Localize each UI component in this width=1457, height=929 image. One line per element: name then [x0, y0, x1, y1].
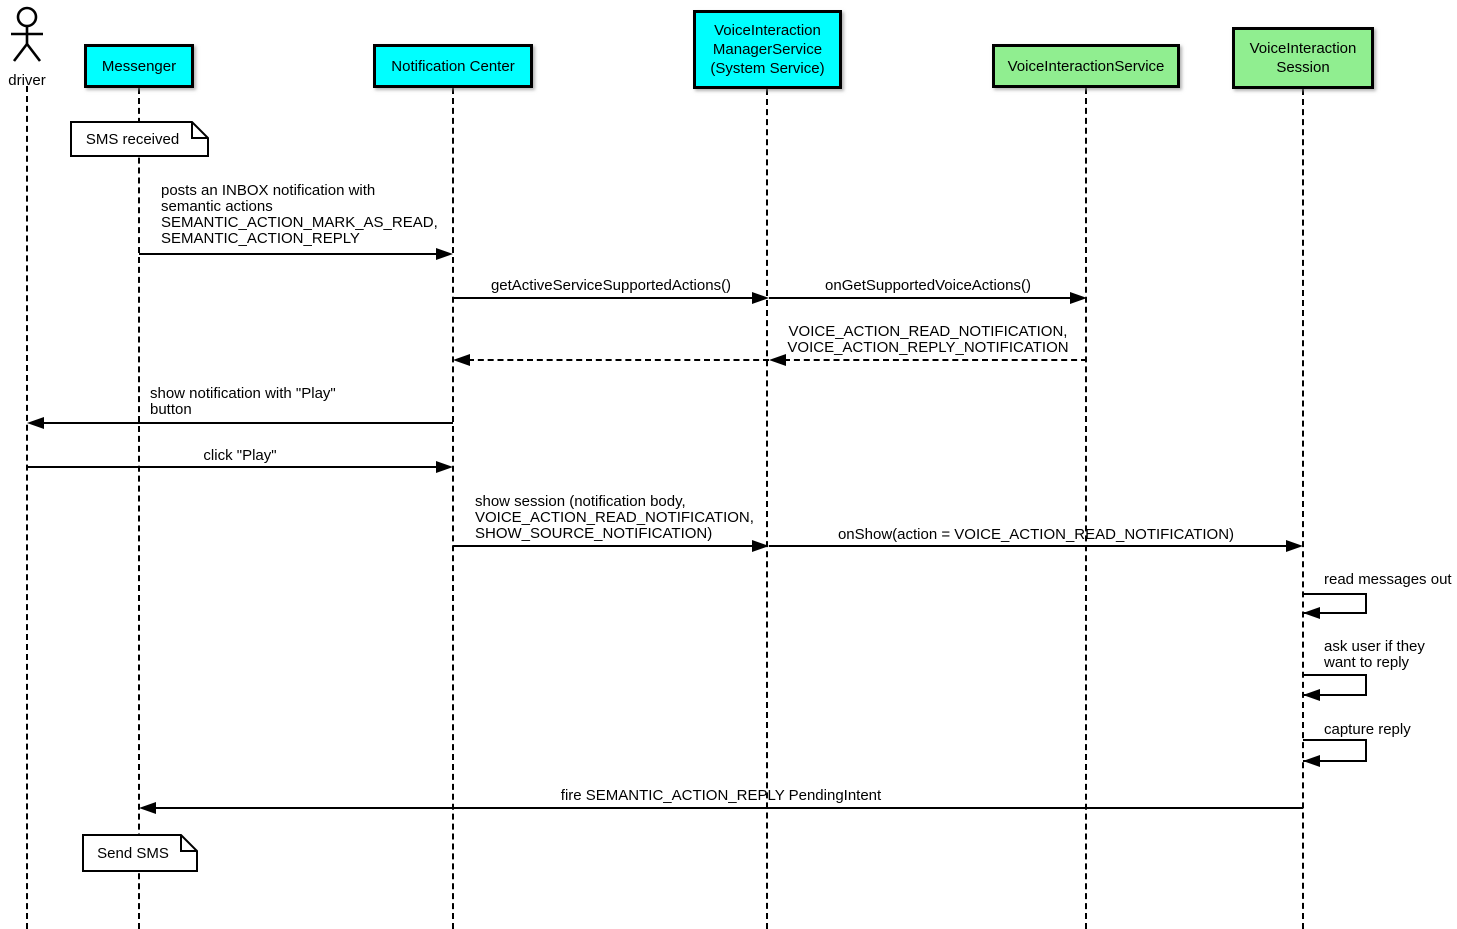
actor-driver-label: driver: [8, 72, 46, 89]
note-send-sms-text: Send SMS: [97, 844, 169, 862]
arrow-voice-actions-return-line: [784, 359, 1087, 361]
arrow-read-messages-out-loop: [1303, 593, 1367, 614]
lifeline-driver: [26, 86, 28, 929]
lifeline-voice-interaction-session: [1302, 89, 1304, 929]
arrow-voice-actions-relay-return-line: [468, 359, 769, 361]
message-label-show-session: show session (notification body, VOICE_A…: [475, 493, 754, 542]
participant-messenger-label: Messenger: [101, 57, 177, 75]
arrow-show-session-head: [752, 540, 769, 552]
arrow-fire-pending-intent-head: [139, 802, 156, 814]
message-label-ask-user-if-reply: ask user if they want to reply: [1324, 638, 1425, 671]
arrow-voice-actions-relay-return-head: [453, 354, 470, 366]
message-label-capture-reply: capture reply: [1324, 721, 1411, 738]
lifeline-notification-center: [452, 88, 454, 929]
arrow-read-messages-out-head: [1303, 607, 1320, 619]
note-sms-received: SMS received: [70, 121, 209, 157]
note-shape: [70, 121, 209, 157]
participant-voice-interaction-session: VoiceInteraction Session: [1232, 27, 1374, 89]
message-label-read-messages-out: read messages out: [1324, 571, 1452, 588]
message-label-get-active-service-supported-actions: getActiveServiceSupportedActions(): [490, 277, 732, 294]
message-label-click-play: click "Play": [203, 447, 277, 464]
person-icon: [11, 6, 43, 62]
message-label-show-notification-play-button: show notification with "Play" button: [150, 385, 336, 418]
lifeline-voice-interaction-service: [1085, 88, 1087, 929]
participant-voice-interaction-service-label: VoiceInteractionService: [1007, 57, 1165, 75]
participant-notification-center: Notification Center: [373, 44, 533, 88]
message-label-fire-pending-intent: fire SEMANTIC_ACTION_REPLY PendingIntent: [560, 787, 882, 804]
arrow-get-active-service-supported-actions-line: [453, 297, 754, 299]
participant-voice-interaction-manager-service-label: VoiceInteraction ManagerService (System …: [710, 22, 825, 77]
note-shape: [82, 834, 198, 872]
arrow-posts-inbox-notification-head: [436, 248, 453, 260]
lifeline-voice-interaction-manager-service: [766, 89, 768, 929]
message-label-posts-inbox-notification: posts an INBOX notification with semanti…: [161, 182, 438, 247]
arrow-show-session-line: [453, 545, 754, 547]
actor-driver: driver: [0, 6, 54, 89]
participant-voice-interaction-service: VoiceInteractionService: [992, 44, 1180, 88]
arrow-ask-user-if-reply-head: [1303, 689, 1320, 701]
arrow-posts-inbox-notification-line: [139, 253, 438, 255]
message-label-on-get-supported-voice-actions: onGetSupportedVoiceActions(): [825, 277, 1031, 294]
arrow-voice-actions-return-head: [769, 354, 786, 366]
arrow-get-active-service-supported-actions-head: [752, 292, 769, 304]
arrow-fire-pending-intent-line: [154, 807, 1303, 809]
participant-messenger: Messenger: [84, 44, 194, 88]
participant-voice-interaction-manager-service: VoiceInteraction ManagerService (System …: [693, 10, 842, 89]
arrow-click-play-line: [27, 466, 438, 468]
lifeline-messenger: [138, 88, 140, 929]
participant-notification-center-label: Notification Center: [391, 57, 515, 75]
note-sms-received-text: SMS received: [85, 130, 180, 148]
arrow-capture-reply-head: [1303, 755, 1320, 767]
arrow-on-get-supported-voice-actions-head: [1070, 292, 1087, 304]
arrow-show-notification-play-button-head: [27, 417, 44, 429]
arrow-on-show-head: [1286, 540, 1303, 552]
arrow-show-notification-play-button-line: [42, 422, 453, 424]
message-label-voice-actions-return: VOICE_ACTION_READ_NOTIFICATION, VOICE_AC…: [787, 323, 1069, 356]
note-send-sms: Send SMS: [82, 834, 198, 872]
arrow-click-play-head: [436, 461, 453, 473]
arrow-on-get-supported-voice-actions-line: [769, 297, 1072, 299]
arrow-capture-reply-loop: [1303, 739, 1367, 762]
message-label-on-show: onShow(action = VOICE_ACTION_READ_NOTIFI…: [837, 526, 1235, 543]
arrow-on-show-line: [769, 545, 1288, 547]
arrow-ask-user-if-reply-loop: [1303, 674, 1367, 696]
participant-voice-interaction-session-label: VoiceInteraction Session: [1249, 40, 1357, 76]
